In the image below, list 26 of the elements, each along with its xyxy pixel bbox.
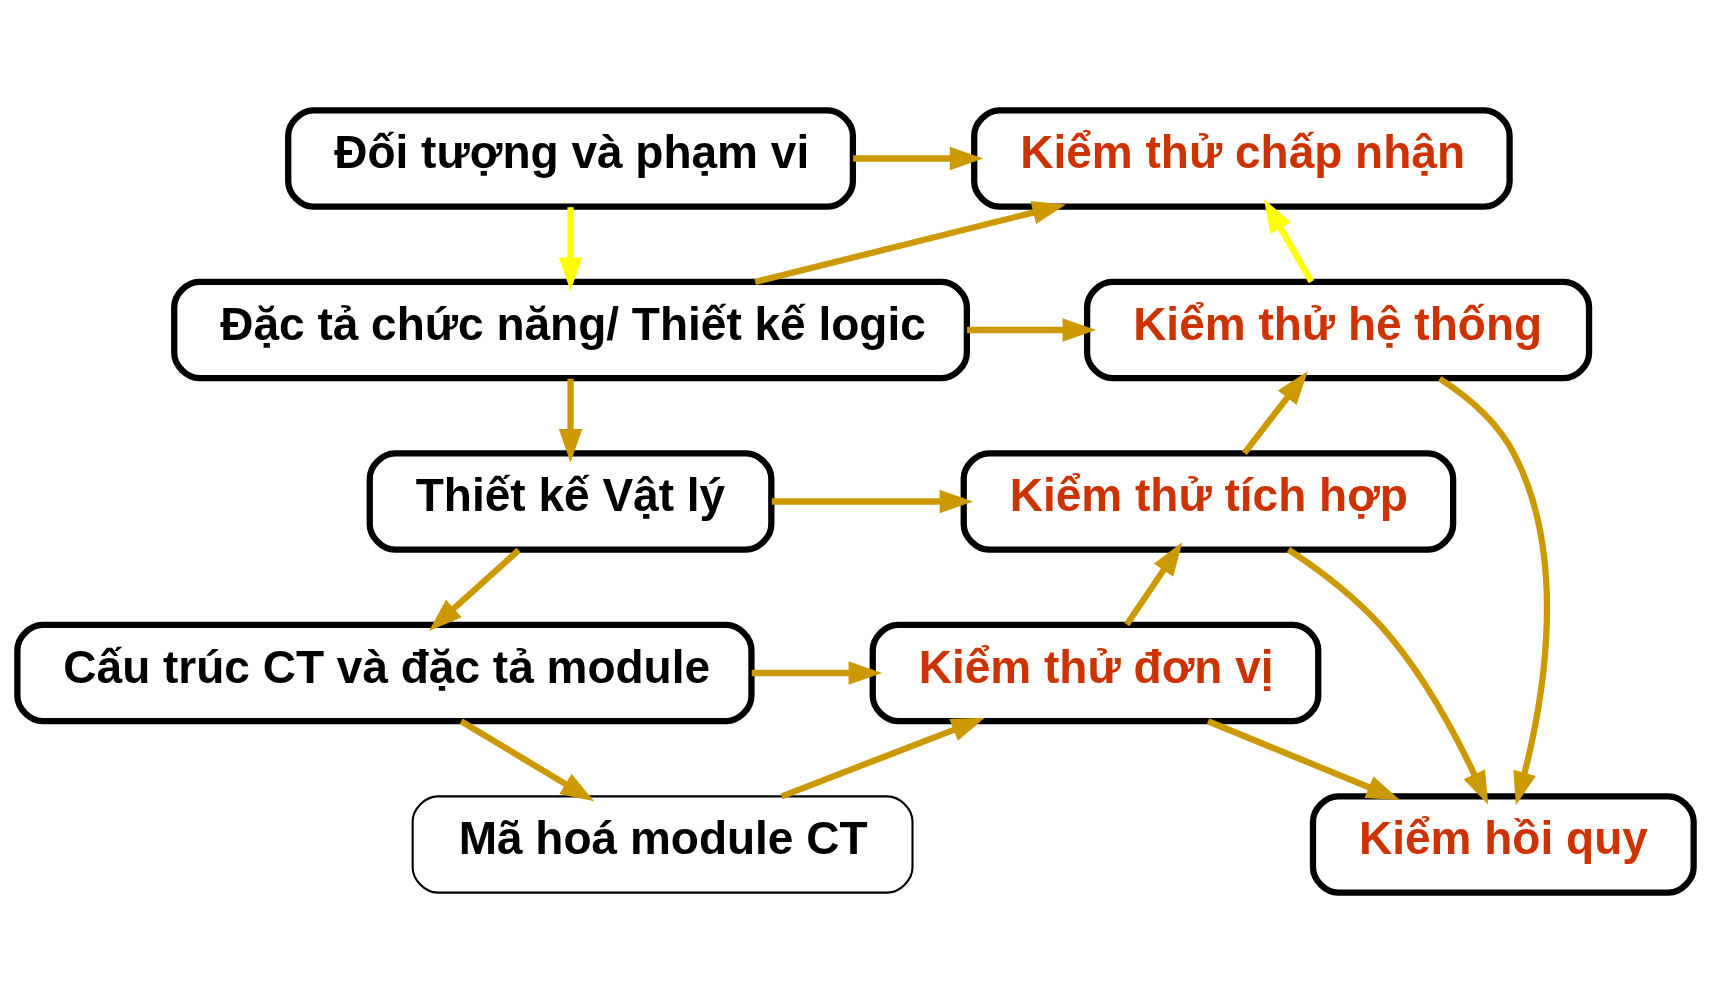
arrow [1286,547,1488,805]
arrow [558,207,582,292]
node-box: Kiểm thử chấp nhận [970,107,1513,210]
arrow [1241,371,1308,455]
node-box: Đối tượng và phạm vi [284,107,856,210]
node-box: Kiểm thử hệ thống [1083,278,1592,382]
arrow [751,661,882,685]
node-box: Mã hoá module CT [411,795,914,894]
arrow [1206,718,1400,800]
arrow [753,201,1066,285]
node-box: Cấu trúc CT và đặc tả module [13,621,755,725]
arrow [780,717,985,800]
arrow [966,318,1096,342]
node-box: Kiểm thử tích hợp [960,450,1456,553]
node-box: Kiểm hồi quy [1309,793,1697,896]
node-box: Thiết kế Vật lý [366,450,774,553]
arrow [459,718,594,802]
arrow [852,146,983,171]
arrow [1437,376,1550,806]
arrow [771,489,973,514]
arrow [1263,198,1314,284]
arrow [558,378,582,463]
node-box: Đặc tả chức năng/ Thiết kế logic [170,278,970,382]
arrow [428,547,521,631]
arrow [1123,542,1182,627]
node-box: Kiểm thử đơn vị [869,621,1321,725]
